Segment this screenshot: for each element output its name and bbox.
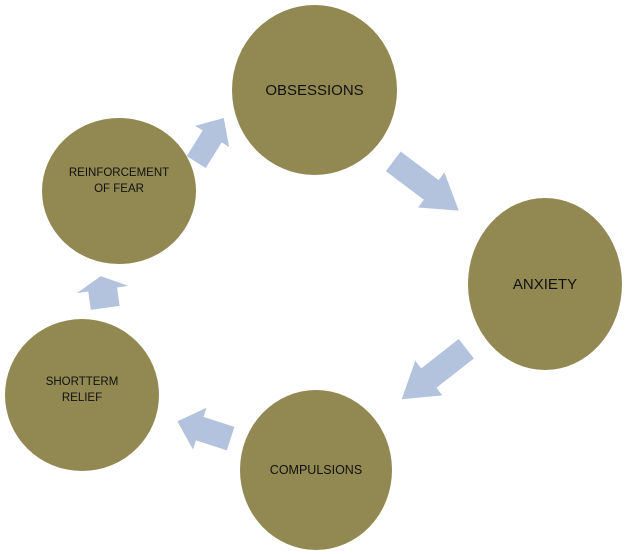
node-label: ANXIETY [512, 275, 578, 293]
arrow-4-icon [76, 276, 129, 310]
arrow-1-icon [385, 151, 459, 211]
node-label: REINFORCEMENT OF FEAR [68, 167, 170, 195]
node-obsessions: OBSESSIONS [232, 5, 397, 175]
node-compulsions: COMPULSIONS [240, 390, 392, 550]
node-reinforcement-of-fear: REINFORCEMENT OF FEAR [42, 118, 196, 264]
node-label: COMPULSIONS [269, 463, 363, 477]
arrow-5-icon [186, 117, 230, 168]
arrow-3-icon [177, 407, 235, 451]
node-label: SHORTTERM RELIEF [45, 376, 119, 404]
arrow-2-icon [401, 339, 474, 400]
node-shortterm-relief: SHORTTERM RELIEF [5, 319, 159, 471]
node-label: OBSESSIONS [265, 81, 364, 99]
node-anxiety: ANXIETY [468, 198, 622, 370]
